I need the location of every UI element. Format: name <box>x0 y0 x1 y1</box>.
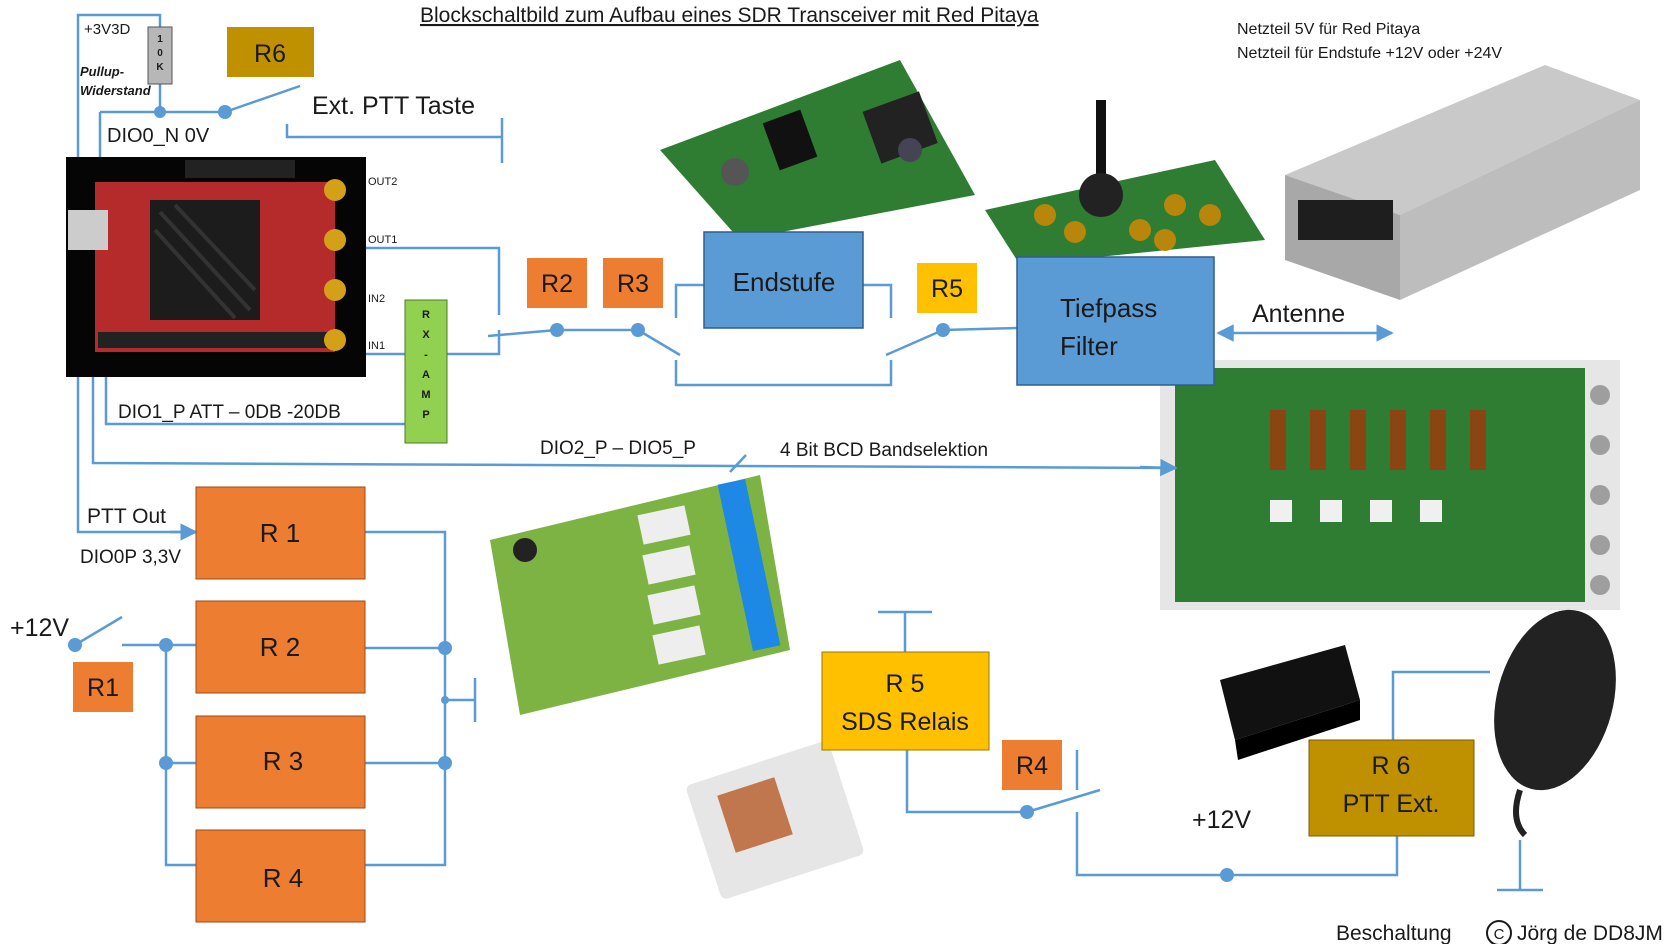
label-antenne: Antenne <box>1252 300 1345 328</box>
label-plus12v-left: +12V <box>10 614 69 642</box>
svg-text:Tiefpass: Tiefpass <box>1060 293 1157 323</box>
block-r5-sds-relais: R 5 SDS Relais <box>821 651 990 751</box>
block-r6-ptt-ext: R 6 PTT Ext. <box>1308 739 1475 837</box>
svg-text:R 2: R 2 <box>260 632 300 662</box>
svg-text:-: - <box>424 349 428 361</box>
power-supply-image <box>1285 65 1640 300</box>
block-tiefpass-filter: Tiefpass Filter <box>1016 256 1215 386</box>
block-r4-small: R4 <box>1002 740 1062 790</box>
label-bcd: 4 Bit BCD Bandselektion <box>780 440 988 461</box>
small-relay-image <box>1220 645 1360 760</box>
svg-text:M: M <box>421 389 430 401</box>
red-pitaya-board-image <box>66 157 366 377</box>
svg-text:R6: R6 <box>254 40 286 68</box>
block-r2-main: R 2 <box>195 600 366 694</box>
svg-text:SDS Relais: SDS Relais <box>841 708 969 736</box>
svg-text:R5: R5 <box>931 275 963 303</box>
svg-text:R4: R4 <box>1016 752 1048 780</box>
block-r5-top: R5 <box>917 263 977 313</box>
svg-text:Beschaltung: Beschaltung <box>1336 922 1452 944</box>
svg-text:P: P <box>422 409 429 421</box>
svg-text:X: X <box>422 329 430 341</box>
label-3v3d: +3V3D <box>84 21 130 38</box>
label-ptt-out: PTT Out <box>87 505 166 528</box>
svg-text:R 4: R 4 <box>263 863 303 893</box>
svg-text:R2: R2 <box>541 270 573 298</box>
label-dio1p: DIO1_P ATT – 0DB -20DB <box>118 402 341 423</box>
copyright-symbol: C <box>1494 926 1505 943</box>
block-r2-top: R2 <box>527 258 587 308</box>
block-r6-top: R6 <box>227 27 314 77</box>
label-pullup-2: Widerstand <box>80 83 152 98</box>
credit: Beschaltung C Jörg de DD8JM <box>1336 920 1663 944</box>
label-dio0n: DIO0_N 0V <box>107 125 210 147</box>
power-supply-note-1: Netzteil 5V für Red Pitaya <box>1237 21 1420 38</box>
label-plus12v-right: +12V <box>1192 806 1251 834</box>
svg-text:R1: R1 <box>87 674 119 702</box>
label-out2: OUT2 <box>368 176 397 188</box>
label-in2: IN2 <box>368 293 385 305</box>
junction-dots <box>68 105 1234 882</box>
svg-text:Endstufe: Endstufe <box>733 267 836 297</box>
lowpass-filter-pcb-image <box>985 100 1265 265</box>
svg-text:R3: R3 <box>617 270 649 298</box>
pullup-resistor: 1 0 K <box>147 26 173 85</box>
label-ext-ptt: Ext. PTT Taste <box>312 92 475 120</box>
wiring <box>74 13 1543 892</box>
label-dio0p: DIO0P 3,3V <box>80 547 181 568</box>
diagram-title: Blockschaltbild zum Aufbau eines SDR Tra… <box>420 4 1039 27</box>
svg-text:PTT Ext.: PTT Ext. <box>1343 790 1440 818</box>
svg-text:Filter: Filter <box>1060 331 1118 361</box>
label-dio2-dio5: DIO2_P – DIO5_P <box>540 438 696 459</box>
block-endstufe: Endstufe <box>703 231 864 329</box>
svg-text:1: 1 <box>157 34 163 45</box>
svg-text:R 6: R 6 <box>1372 752 1411 780</box>
svg-text:R 1: R 1 <box>260 518 300 548</box>
svg-text:0: 0 <box>157 48 163 59</box>
svg-text:A: A <box>422 369 430 381</box>
sds-relay-image <box>686 741 864 899</box>
label-in1: IN1 <box>368 340 385 352</box>
power-supply-note-2: Netzteil für Endstufe +12V oder +24V <box>1237 45 1502 62</box>
label-out1: OUT1 <box>368 234 397 246</box>
block-r1-main: R 1 <box>195 486 366 580</box>
svg-text:R: R <box>422 309 430 321</box>
block-rx-amp: R X - A M P <box>404 299 448 444</box>
block-r1-small: R1 <box>73 662 133 712</box>
bcd-arrow <box>1139 458 1178 477</box>
amplifier-pcb-image <box>660 60 975 240</box>
block-r4-main: R 4 <box>195 829 366 923</box>
block-r3-top: R3 <box>603 258 663 308</box>
svg-text:R 5: R 5 <box>886 670 925 698</box>
alex-rcvr-board-image <box>1160 360 1620 610</box>
label-pullup-1: Pullup- <box>80 64 124 79</box>
svg-text:K: K <box>156 62 164 73</box>
svg-text:R 3: R 3 <box>263 746 303 776</box>
svg-text:Jörg de DD8JM: Jörg de DD8JM <box>1517 922 1663 944</box>
microphone-image <box>1494 609 1616 838</box>
relay-board-image <box>490 475 790 715</box>
block-r3-main: R 3 <box>195 715 366 809</box>
